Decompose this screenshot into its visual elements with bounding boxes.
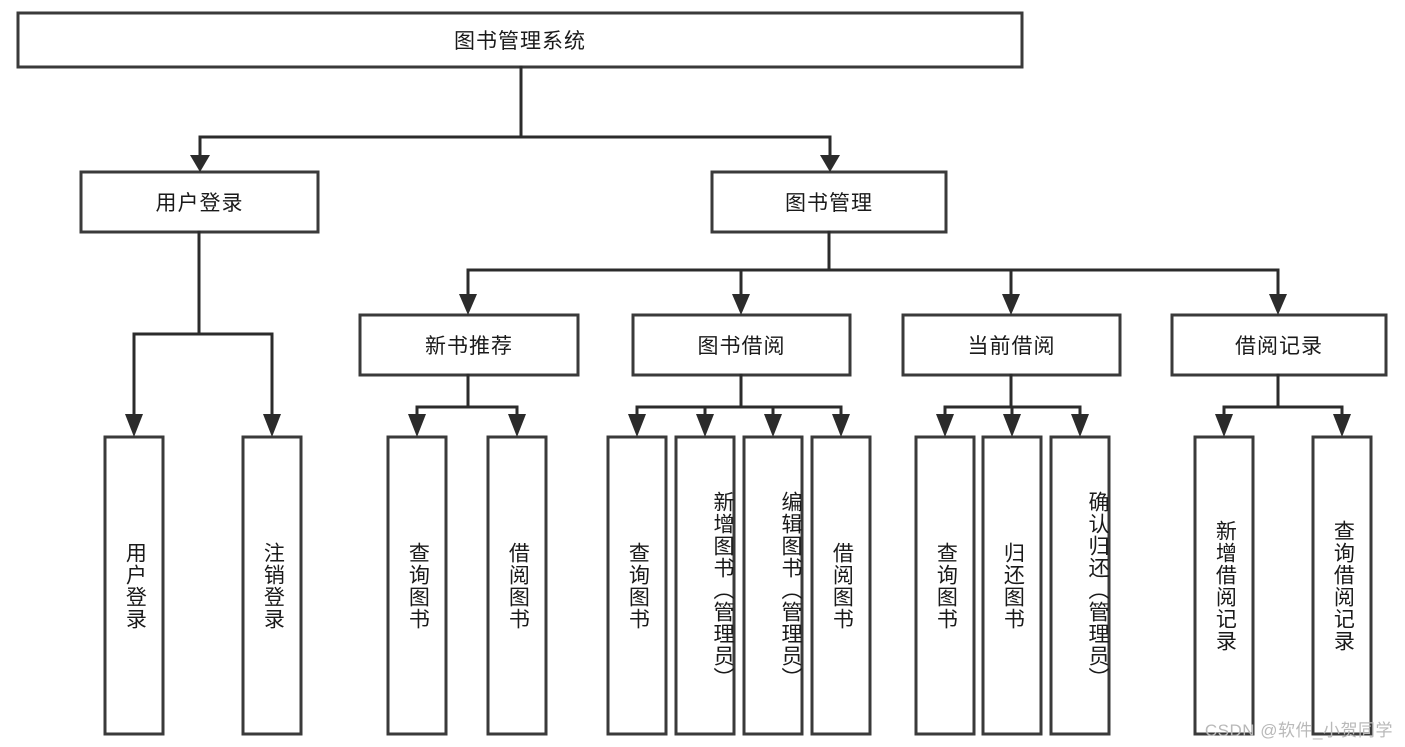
leaf-borrow-book-1-box[interactable] <box>486 435 548 736</box>
node-root-box[interactable] <box>16 11 1024 69</box>
arrowhead-current-borrow <box>1002 294 1020 315</box>
node-book-manage-box[interactable] <box>710 170 948 234</box>
arrowhead-leaf-query-book-3 <box>936 414 954 437</box>
arrowhead-leaf-user-login <box>125 414 143 437</box>
node-borrow-record-box[interactable] <box>1170 313 1388 377</box>
leaf-user-login-box[interactable] <box>103 435 165 736</box>
watermark-text: CSDN @软件_小贺同学 <box>1204 721 1393 740</box>
arrowhead-leaf-user-logout <box>263 414 281 437</box>
arrowhead-leaf-query-book-2 <box>628 414 646 437</box>
leaf-user-logout-box[interactable] <box>241 435 303 736</box>
arrowhead-leaf-query-book-1 <box>408 414 426 437</box>
leaf-add-record-box[interactable] <box>1193 435 1255 736</box>
leaf-query-book-3-box[interactable] <box>914 435 976 736</box>
arrowhead-leaf-edit-book <box>764 414 782 437</box>
node-user-login-box[interactable] <box>79 170 320 234</box>
arrowhead-leaf-return-book <box>1003 414 1021 437</box>
arrowhead-book-borrow <box>732 294 750 315</box>
arrowhead-leaf-add-record <box>1215 414 1233 437</box>
arrowhead-leaf-confirm-return <box>1071 414 1089 437</box>
leaf-query-book-1-box[interactable] <box>386 435 448 736</box>
leaf-add-book-box[interactable] <box>674 435 736 736</box>
arrowhead-new-book-recommend <box>459 294 477 315</box>
node-book-borrow-box[interactable] <box>631 313 852 377</box>
arrowhead-user-login <box>190 155 210 172</box>
arrowhead-leaf-borrow-book-2 <box>832 414 850 437</box>
leaf-borrow-book-2-box[interactable] <box>810 435 872 736</box>
arrowhead-leaf-query-record <box>1333 414 1351 437</box>
leaf-confirm-return-box[interactable] <box>1049 435 1111 736</box>
leaf-query-book-2-box[interactable] <box>606 435 668 736</box>
arrowhead-book-manage <box>820 155 840 172</box>
node-new-book-recommend-box[interactable] <box>358 313 580 377</box>
node-current-borrow-box[interactable] <box>901 313 1122 377</box>
leaf-query-record-box[interactable] <box>1311 435 1373 736</box>
leaf-edit-book-box[interactable] <box>742 435 804 736</box>
arrowhead-borrow-record <box>1269 294 1287 315</box>
arrowhead-leaf-borrow-book-1 <box>508 414 526 437</box>
arrowhead-leaf-add-book <box>696 414 714 437</box>
leaf-return-book-box[interactable] <box>981 435 1043 736</box>
